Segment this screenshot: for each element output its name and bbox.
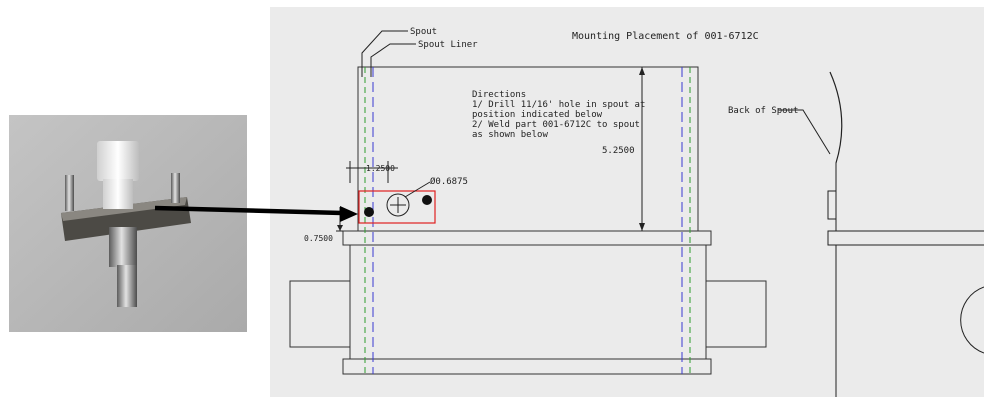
directions-heading: Directions bbox=[472, 90, 526, 100]
pointer-arrow bbox=[154, 205, 343, 216]
lower-stem bbox=[117, 265, 137, 307]
drill-hole-circle bbox=[386, 193, 410, 217]
hole-diameter-label: Ø0.6875 bbox=[430, 176, 468, 187]
technical-drawing: Mounting Placement of 001-6712C Spout Sp… bbox=[270, 7, 987, 397]
spout-label: Spout bbox=[410, 27, 437, 37]
spout-height-label: 5.2500 bbox=[602, 146, 635, 156]
side-mount-block bbox=[827, 190, 837, 220]
back-of-spout-curve bbox=[829, 71, 843, 164]
spout-liner-leader bbox=[370, 43, 416, 77]
spout-leader bbox=[361, 30, 408, 77]
rail-height-label: 0.7500 bbox=[304, 234, 333, 243]
fitting-photo-illustration bbox=[9, 115, 247, 332]
directions-line-3: 2/ Weld part 001-6712C to spout bbox=[472, 120, 640, 130]
lower-rail bbox=[342, 358, 712, 375]
directions-line-2: position indicated below bbox=[472, 110, 603, 120]
left-mount-dot bbox=[364, 207, 374, 217]
left-side-block bbox=[289, 280, 351, 348]
part-photo bbox=[9, 115, 247, 332]
white-compression-nut bbox=[97, 141, 139, 181]
right-mount-dot bbox=[422, 195, 432, 205]
hole-offset-label: 1.2500 bbox=[366, 164, 395, 173]
back-of-spout-leader bbox=[778, 109, 831, 155]
right-stud bbox=[171, 173, 180, 203]
lower-fitting-body bbox=[109, 227, 137, 267]
drawing-title: Mounting Placement of 001-6712C bbox=[572, 31, 759, 42]
directions-line-1: 1/ Drill 11/16' hole in spout at bbox=[472, 100, 645, 110]
left-stud bbox=[65, 175, 74, 211]
right-side-block bbox=[705, 280, 767, 348]
spout-liner-label: Spout Liner bbox=[418, 40, 478, 50]
mount-position-highlight bbox=[358, 190, 436, 224]
back-of-spout-label: Back of Spout bbox=[728, 106, 798, 116]
drawing-canvas: Mounting Placement of 001-6712C Spout Sp… bbox=[289, 27, 987, 397]
pointer-arrow-head bbox=[340, 206, 358, 222]
directions-line-4: as shown below bbox=[472, 130, 548, 140]
side-round-outlet bbox=[960, 286, 985, 354]
